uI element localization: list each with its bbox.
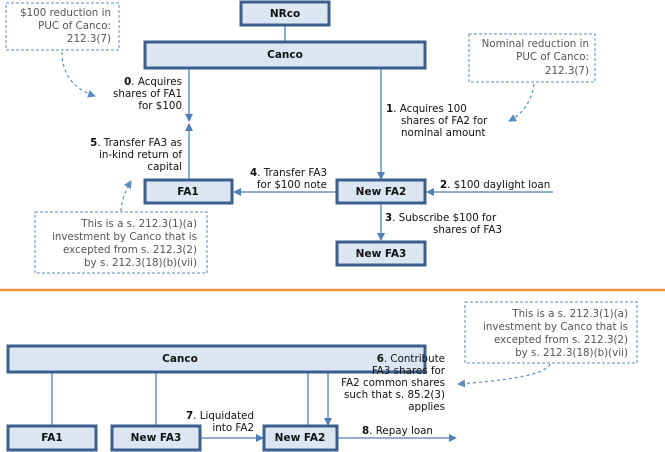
svg-text:capital: capital	[147, 161, 182, 173]
nrco-box: NRco	[239, 0, 331, 27]
note-puc-100: $100 reduction in PUC of Canco: 212.3(7)	[5, 2, 120, 51]
fa1-label: FA1	[177, 186, 198, 198]
note-puc-nominal-pointer	[508, 83, 535, 122]
svg-text:shares of FA2 for: shares of FA2 for	[401, 115, 488, 127]
svg-text:7. Liquidated: 7. Liquidated	[186, 410, 254, 422]
step1-label: 1. Acquires 100 shares of FA2 for nomina…	[386, 103, 488, 139]
svg-text:by s. 212.3(18)(b)(vii): by s. 212.3(18)(b)(vii)	[515, 347, 628, 359]
svg-text:for $100 note: for $100 note	[257, 179, 327, 191]
svg-text:1. Acquires 100: 1. Acquires 100	[386, 103, 467, 115]
svg-text:shares of FA3: shares of FA3	[433, 224, 502, 236]
svg-text:3. Subscribe $100 for: 3. Subscribe $100 for	[385, 212, 497, 224]
note-puc-100-pointer	[61, 51, 96, 98]
canco-label-bottom: Canco	[162, 353, 198, 365]
svg-text:212.3(7): 212.3(7)	[545, 65, 589, 77]
step4-label: 4. Transfer FA3 for $100 note	[250, 167, 327, 191]
note-investment-top: This is a s. 212.3(1)(a) investment by C…	[34, 211, 208, 274]
svg-text:212.3(7): 212.3(7)	[67, 33, 111, 45]
svg-text:applies: applies	[408, 401, 445, 413]
svg-text:This is a s. 212.3(1)(a): This is a s. 212.3(1)(a)	[80, 218, 197, 230]
svg-text:nominal amount: nominal amount	[401, 127, 485, 139]
new-fa3-label: New FA3	[356, 248, 407, 260]
nrco-label: NRco	[270, 8, 300, 20]
canco-label: Canco	[267, 49, 303, 61]
new-fa2-label-bottom: New FA2	[275, 432, 326, 444]
svg-text:PUC of Canco:: PUC of Canco:	[516, 51, 589, 63]
svg-text:FA2 common shares: FA2 common shares	[341, 377, 445, 389]
svg-text:2. $100 daylight loan: 2. $100 daylight loan	[440, 179, 550, 191]
step7-label: 7. Liquidated into FA2	[186, 410, 254, 434]
new-fa2-box-bottom: New FA2	[262, 424, 339, 452]
new-fa3-box-top: New FA3	[335, 240, 427, 267]
svg-text:FA3 shares for: FA3 shares for	[372, 365, 446, 377]
note-investment-top-pointer	[120, 180, 132, 212]
new-fa3-box-bottom: New FA3	[110, 424, 202, 452]
svg-text:0. Acquires: 0. Acquires	[124, 76, 182, 88]
fa1-label-bottom: FA1	[41, 432, 62, 444]
svg-text:This is a s. 212.3(1)(a): This is a s. 212.3(1)(a)	[511, 308, 628, 320]
note-puc-nominal: Nominal reduction in PUC of Canco: 212.3…	[468, 33, 596, 83]
svg-text:8. Repay loan: 8. Repay loan	[362, 425, 433, 437]
step2-label: 2. $100 daylight loan	[440, 179, 550, 191]
new-fa3-label-bottom: New FA3	[131, 432, 182, 444]
fa1-box-top: FA1	[143, 178, 234, 205]
new-fa2-box-top: New FA2	[335, 178, 427, 205]
svg-text:PUC of Canco:: PUC of Canco:	[38, 20, 111, 32]
svg-text:6. Contribute: 6. Contribute	[377, 353, 445, 365]
fa1-box-bottom: FA1	[6, 424, 98, 452]
step6-label: 6. Contribute FA3 shares for FA2 common …	[341, 353, 446, 413]
svg-text:for $100: for $100	[138, 100, 182, 112]
step8-label: 8. Repay loan	[362, 425, 433, 437]
svg-text:Nominal reduction in: Nominal reduction in	[482, 38, 589, 50]
note-investment-bottom: This is a s. 212.3(1)(a) investment by C…	[464, 301, 638, 364]
step5-label: 5. Transfer FA3 as in-kind return of cap…	[90, 137, 182, 173]
step0-label: 0. Acquires shares of FA1 for $100	[113, 76, 182, 112]
step3-label: 3. Subscribe $100 for shares of FA3	[385, 212, 502, 236]
svg-text:into FA2: into FA2	[212, 422, 254, 434]
svg-text:$100 reduction in: $100 reduction in	[20, 7, 111, 19]
svg-text:excepted from s. 212.3(2): excepted from s. 212.3(2)	[63, 244, 197, 256]
note-investment-bottom-pointer	[457, 363, 551, 388]
svg-text:4. Transfer FA3: 4. Transfer FA3	[250, 167, 327, 179]
canco-box-bottom: Canco	[6, 344, 427, 374]
svg-text:5. Transfer FA3 as: 5. Transfer FA3 as	[90, 137, 182, 149]
new-fa2-label: New FA2	[356, 186, 407, 198]
svg-text:in-kind return of: in-kind return of	[99, 149, 182, 161]
svg-text:investment by Canco that is: investment by Canco that is	[483, 321, 628, 333]
svg-text:shares of FA1: shares of FA1	[113, 88, 182, 100]
svg-text:such that s. 85.2(3): such that s. 85.2(3)	[344, 389, 445, 401]
svg-text:investment by Canco that is: investment by Canco that is	[52, 231, 197, 243]
svg-text:excepted from s. 212.3(2): excepted from s. 212.3(2)	[494, 334, 628, 346]
canco-box-top: Canco	[143, 40, 427, 70]
svg-text:by s. 212.3(18)(b)(vii): by s. 212.3(18)(b)(vii)	[84, 257, 197, 269]
